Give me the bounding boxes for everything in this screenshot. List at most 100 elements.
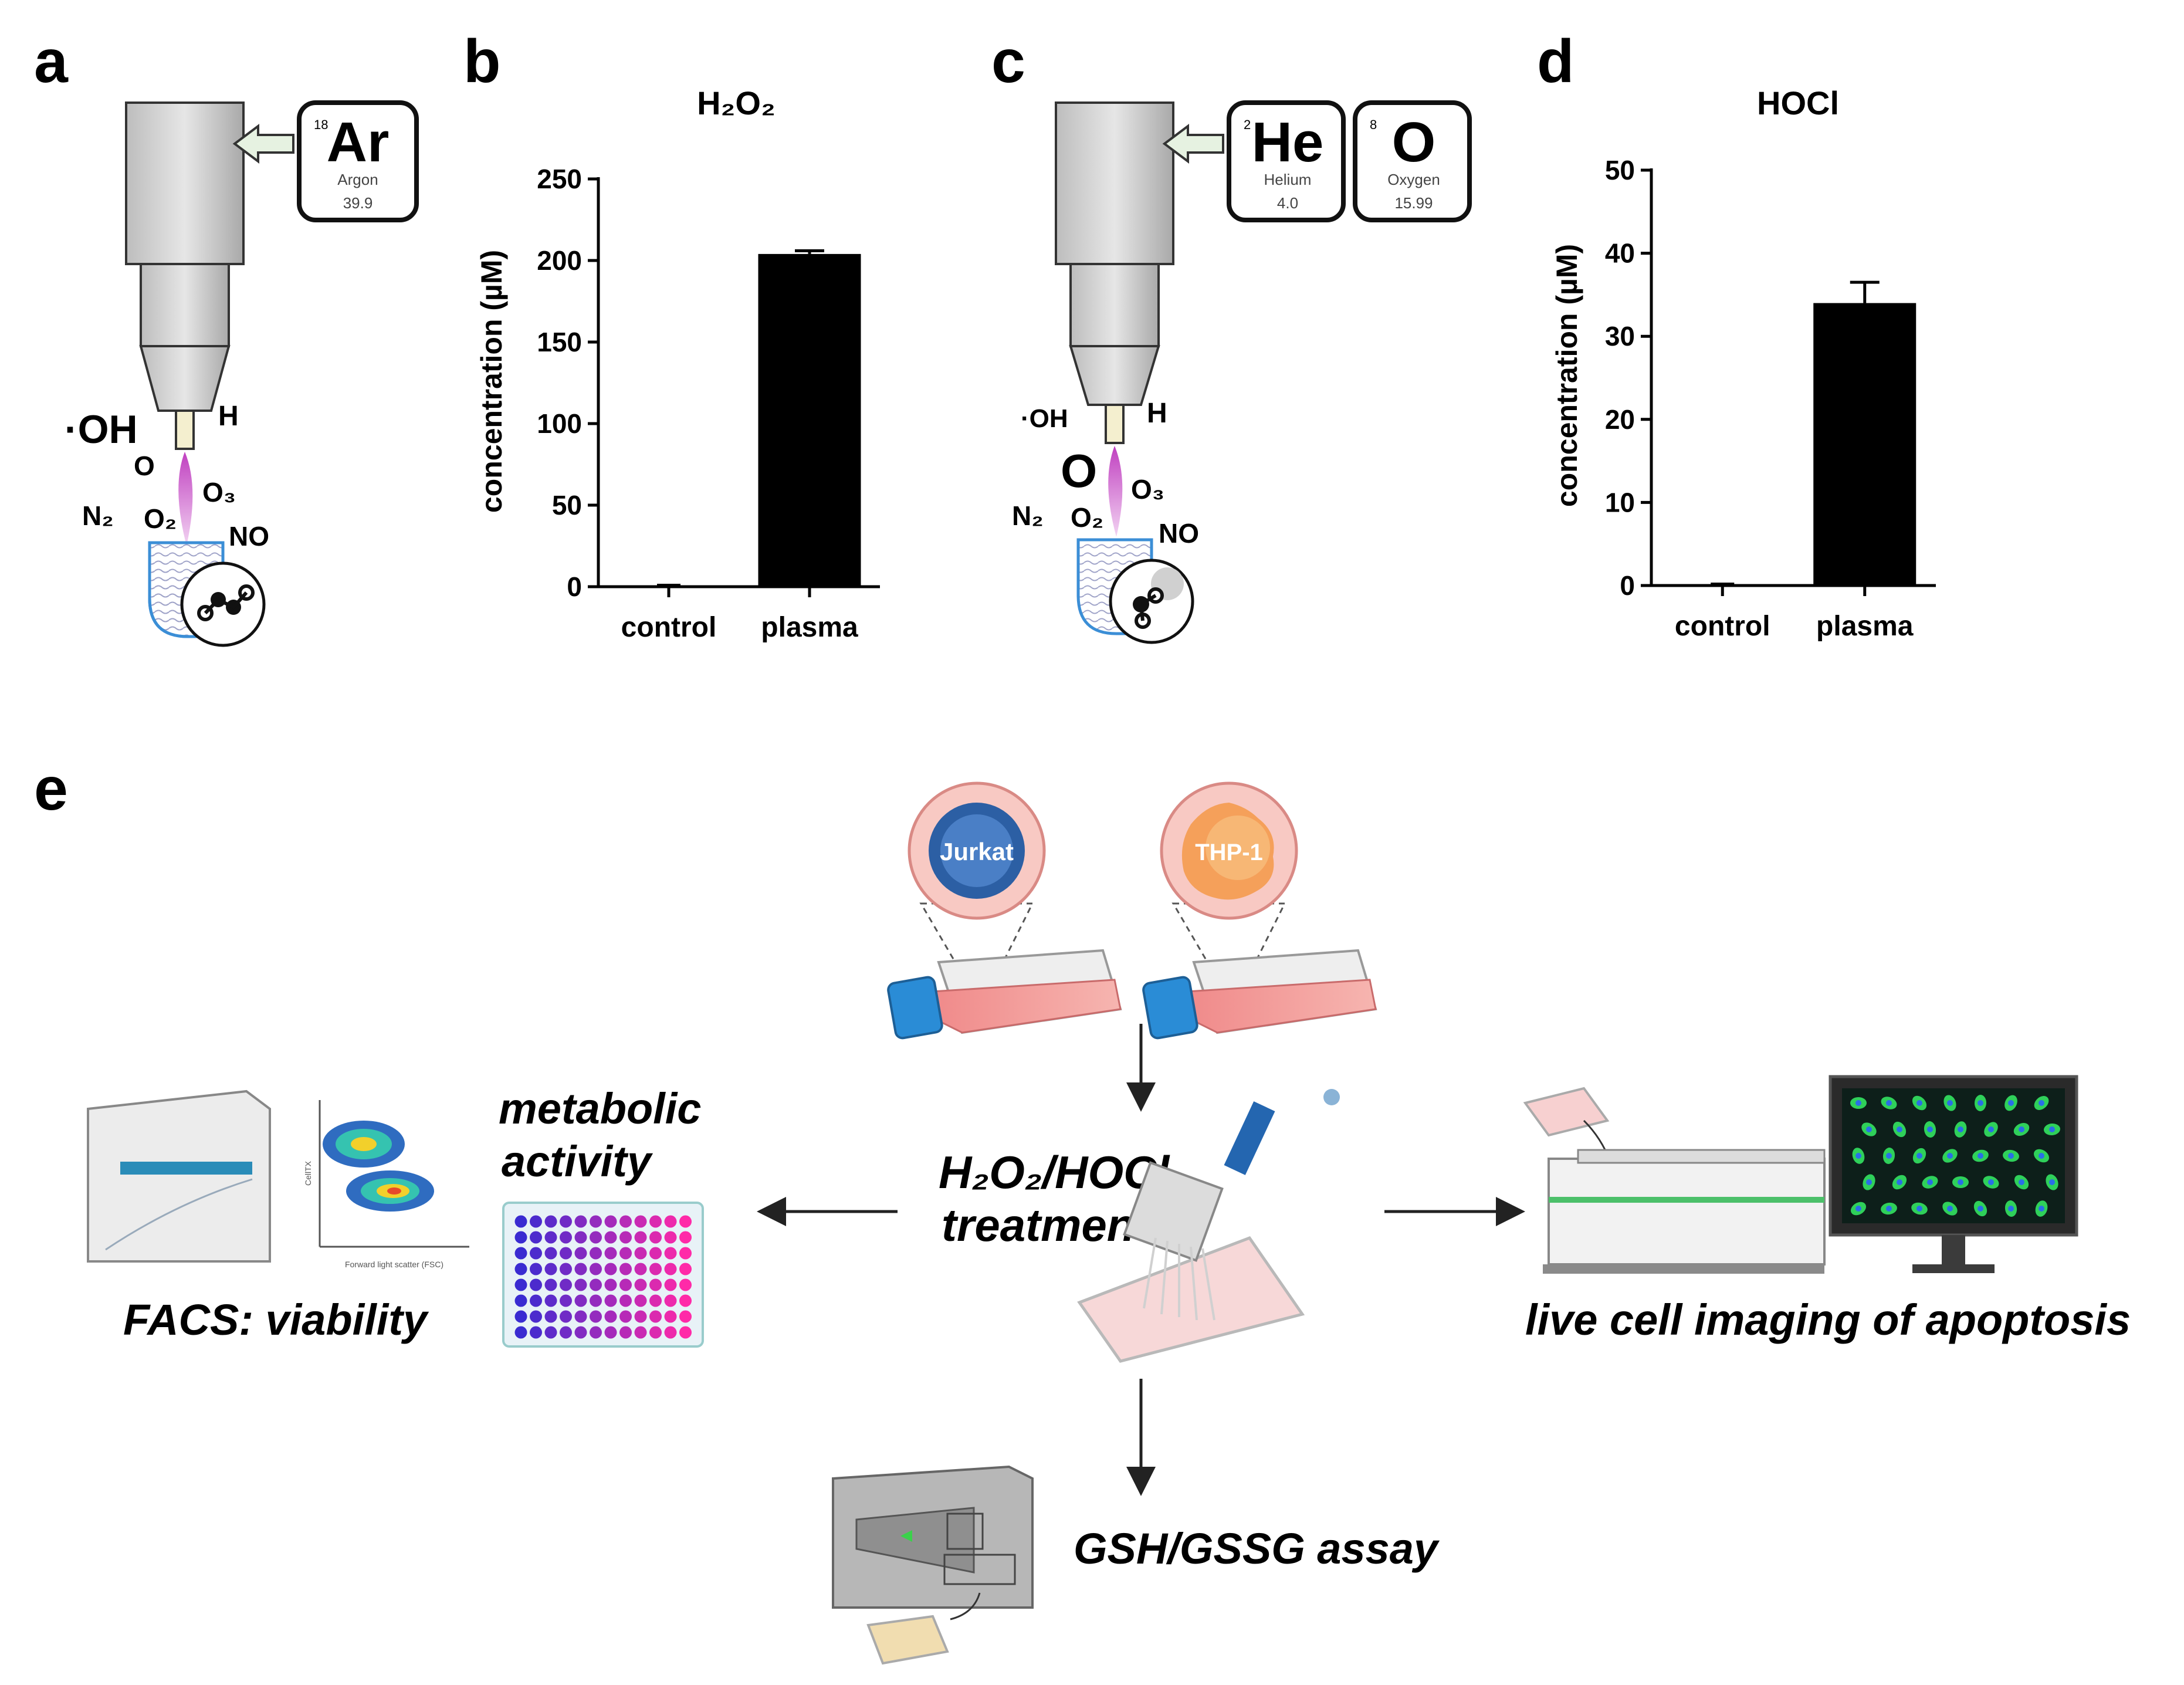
cell-nucleus <box>1897 1179 1902 1185</box>
species-o2: O₂ <box>1071 502 1103 533</box>
plate-well <box>560 1294 572 1307</box>
cell-nucleus <box>1866 1126 1872 1132</box>
cell-nucleus <box>2008 1100 2014 1106</box>
plate-well <box>514 1278 527 1291</box>
plate-well <box>604 1294 617 1307</box>
species-o2: O₂ <box>144 503 177 534</box>
cell-nucleus <box>1978 1100 1983 1106</box>
x-tick-label: plasma <box>761 612 858 643</box>
plate-well <box>634 1263 647 1275</box>
plate-well <box>679 1310 692 1323</box>
cell-nucleus <box>2019 1179 2024 1185</box>
plate-well <box>590 1326 602 1339</box>
plate-well <box>530 1263 542 1275</box>
cell-nucleus <box>2049 1126 2055 1132</box>
species-h: H <box>1147 398 1167 429</box>
x-tick-label: control <box>1675 611 1770 642</box>
plate-well <box>574 1294 587 1307</box>
y-axis-label: concentration (µM) <box>475 250 508 513</box>
plate-well <box>679 1247 692 1260</box>
plate-well <box>560 1310 572 1323</box>
plate-well <box>619 1326 632 1339</box>
element-number: 18 <box>314 117 328 132</box>
plate-well <box>679 1278 692 1291</box>
plate-well <box>634 1278 647 1291</box>
plate-well <box>530 1310 542 1323</box>
bar-plasma <box>1813 303 1916 586</box>
plate-well <box>560 1231 572 1244</box>
96-well-plate-icon <box>502 1202 704 1348</box>
plate-well <box>560 1326 572 1339</box>
plate-well <box>619 1247 632 1260</box>
x-tick-label: plasma <box>1816 611 1914 642</box>
facs-viability-label: FACS: viability <box>123 1295 429 1344</box>
cell-nucleus <box>1958 1179 1963 1185</box>
plate-well <box>544 1215 557 1228</box>
y-tick-label: 250 <box>537 164 582 194</box>
culture-flask-thp1 <box>1142 949 1377 1040</box>
plate-well <box>574 1215 587 1228</box>
plate-well <box>560 1278 572 1291</box>
plate-well <box>679 1215 692 1228</box>
plate-well <box>664 1231 677 1244</box>
y-tick-label: 30 <box>1605 321 1635 351</box>
y-tick-label: 50 <box>552 490 582 520</box>
plate-well <box>530 1231 542 1244</box>
treatment-label-line1: H₂O₂/HOCl <box>939 1146 1170 1198</box>
facs-instrument-icon <box>87 1090 271 1263</box>
plate-well <box>604 1278 617 1291</box>
panel-letter-e: e <box>34 755 68 823</box>
panel-letter-c: c <box>991 28 1025 96</box>
element-symbol: Ar <box>327 111 390 174</box>
plate-well <box>604 1247 617 1260</box>
cell-nucleus <box>1978 1206 1983 1212</box>
plate-well <box>634 1247 647 1260</box>
plate-well <box>544 1278 557 1291</box>
x-tick-label: control <box>621 612 717 643</box>
plate-well <box>619 1263 632 1275</box>
panel-letter-b: b <box>463 28 501 96</box>
y-tick-label: 150 <box>537 327 582 357</box>
element-mass: 4.0 <box>1277 194 1298 212</box>
plate-well <box>664 1247 677 1260</box>
species-oh: ·OH <box>65 407 138 452</box>
species-o3: O₃ <box>202 477 236 507</box>
plate-well <box>664 1215 677 1228</box>
plate-well <box>604 1231 617 1244</box>
plate-well <box>664 1310 677 1323</box>
plate-well <box>544 1310 557 1323</box>
plate-well <box>514 1294 527 1307</box>
plate-well <box>664 1263 677 1275</box>
plate-well <box>544 1294 557 1307</box>
y-tick-label: 10 <box>1605 487 1635 517</box>
facs-y-axis-label: CellTX <box>303 1160 313 1186</box>
panel-letter-d: d <box>1537 28 1574 96</box>
bar-plasma <box>758 253 861 587</box>
plate-well <box>530 1247 542 1260</box>
cell-nucleus <box>1886 1206 1892 1212</box>
multichannel-pipette-icon <box>1077 1089 1340 1363</box>
plate-well <box>574 1278 587 1291</box>
y-tick-label: 0 <box>567 571 582 602</box>
element-number: 2 <box>1244 117 1251 132</box>
species-h: H <box>218 401 239 432</box>
cell-nucleus <box>2019 1126 2024 1132</box>
monitor-icon <box>1829 1075 2078 1273</box>
cell-line-thp1: THP-1 <box>1160 781 1298 975</box>
cell-nucleus <box>1855 1206 1861 1212</box>
plate-well <box>604 1215 617 1228</box>
cell-nucleus <box>1855 1100 1861 1106</box>
plate-well <box>649 1263 662 1275</box>
gsh-gssg-assay-label: GSH/GSSG assay <box>1074 1524 1440 1573</box>
metabolic-label-line2: activity <box>502 1137 653 1186</box>
plasma-jet-a: 18 Ar Argon 39.9 ·OH H O O₃ N₂ O₂ NO <box>65 100 419 647</box>
cell-nucleus <box>1916 1100 1922 1106</box>
species-oh: ·OH <box>1021 404 1068 433</box>
plate-well <box>574 1310 587 1323</box>
cell-nucleus <box>1897 1126 1902 1132</box>
cell-nucleus <box>2008 1153 2014 1159</box>
plate-well <box>619 1231 632 1244</box>
plate-well <box>530 1294 542 1307</box>
y-axis-label: concentration (µM) <box>1550 244 1583 507</box>
plate-well <box>604 1310 617 1323</box>
